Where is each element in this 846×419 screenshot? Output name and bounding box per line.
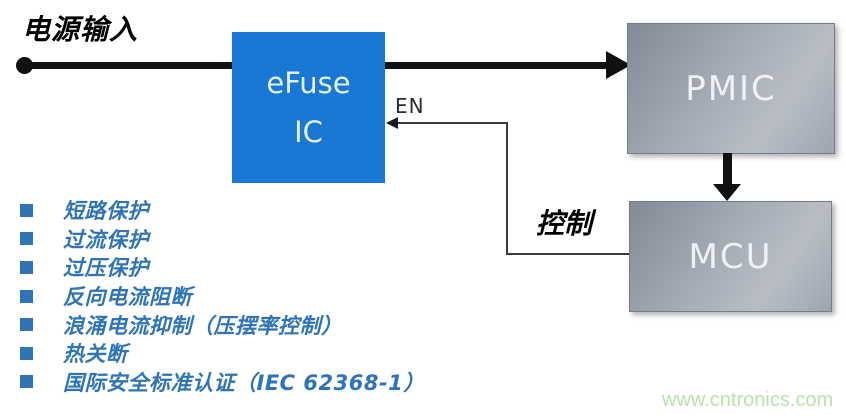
mcu-block: MCU xyxy=(629,201,832,312)
feature-label: 热关断 xyxy=(63,342,128,367)
power-line-start-dot xyxy=(16,57,33,74)
efuse-to-pmic-line xyxy=(385,62,609,69)
bullet-square-icon xyxy=(20,203,33,217)
pmic-label: PMIC xyxy=(685,68,777,109)
pmic-to-mcu-line xyxy=(723,153,732,185)
feature-list-item: 过压保护 xyxy=(20,253,425,282)
feature-list-item: 短路保护 xyxy=(20,196,425,225)
en-wire-vertical xyxy=(506,122,508,255)
power-input-label: 电源输入 xyxy=(22,13,139,46)
en-arrowhead-icon xyxy=(386,117,398,129)
pmic-to-mcu-arrowhead-icon xyxy=(713,184,741,201)
mcu-label: MCU xyxy=(688,236,773,277)
feature-list-item: 反向电流阻断 xyxy=(20,282,425,311)
en-pin-label: EN xyxy=(395,94,425,118)
en-wire-horizontal-top xyxy=(392,122,508,124)
feature-list-item: 国际安全标准认证（IEC 62368-1） xyxy=(20,368,425,397)
feature-label: 浪涌电流抑制（压摆率控制） xyxy=(63,313,343,338)
feature-list-item: 热关断 xyxy=(20,339,425,368)
feature-label: 过压保护 xyxy=(63,256,149,281)
feature-label: 短路保护 xyxy=(63,199,149,224)
feature-list: 短路保护 过流保护 过压保护 反向电流阻断 浪涌电流抑制（压摆率控制） 热关断 … xyxy=(20,196,425,396)
efuse-label-line1: eFuse xyxy=(266,65,351,100)
bullet-square-icon xyxy=(20,289,33,303)
efuse-to-pmic-arrowhead-icon xyxy=(606,51,631,79)
bullet-square-icon xyxy=(20,346,33,360)
efuse-ic-block: eFuse IC xyxy=(232,32,385,183)
bullet-square-icon xyxy=(20,232,33,246)
pmic-block: PMIC xyxy=(627,23,835,154)
watermark-url: www.cntronics.com xyxy=(662,389,834,411)
feature-list-item: 浪涌电流抑制（压摆率控制） xyxy=(20,310,425,339)
feature-label: 国际安全标准认证（IEC 62368-1） xyxy=(63,370,425,395)
bullet-square-icon xyxy=(20,260,33,274)
bullet-square-icon xyxy=(20,375,33,389)
efuse-label-line2: IC xyxy=(294,114,323,149)
bullet-square-icon xyxy=(20,318,33,332)
feature-label: 过流保护 xyxy=(63,227,149,252)
power-input-line xyxy=(25,62,235,69)
feature-list-item: 过流保护 xyxy=(20,225,425,254)
en-wire-horizontal-bottom xyxy=(506,253,629,255)
control-label: 控制 xyxy=(536,207,593,240)
feature-label: 反向电流阻断 xyxy=(63,285,192,310)
